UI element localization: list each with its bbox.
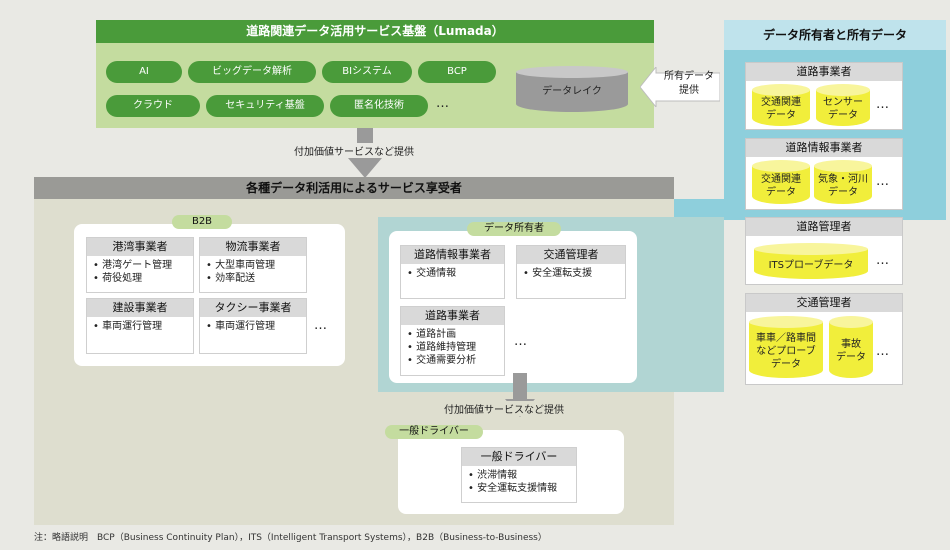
- b2b-card: 建設事業者 車両運行管理: [86, 298, 194, 354]
- b2b-tag: B2B: [172, 215, 232, 229]
- card-title: 建設事業者: [87, 299, 193, 317]
- drivers-tag: 一般ドライバー: [385, 425, 483, 439]
- owner-card-road-info-operator: 道路情報事業者: [745, 138, 903, 210]
- more-dots: …: [876, 344, 890, 359]
- more-dots: …: [876, 253, 890, 268]
- more-dots: …: [876, 174, 890, 189]
- more-dots: …: [514, 334, 528, 349]
- data-cylinder: センサー データ: [816, 84, 870, 126]
- card-item: 効率配送: [206, 272, 300, 285]
- card-item: 交通情報: [407, 267, 498, 280]
- driver-card: 一般ドライバー 渋滞情報 安全運転支援情報: [461, 447, 577, 503]
- owner-service-card: 交通管理者 安全運転支援: [516, 245, 626, 299]
- card-item: 安全運転支援情報: [468, 482, 570, 495]
- more-dots: …: [314, 318, 328, 333]
- card-item: 渋滞情報: [468, 469, 570, 482]
- owners-tag: データ所有者: [467, 222, 561, 236]
- service-pill-security: セキュリティ基盤: [206, 95, 324, 117]
- b2b-card: 物流事業者 大型車両管理効率配送: [199, 237, 307, 293]
- card-title: 道路事業者: [401, 307, 504, 325]
- card-item: 安全運転支援: [523, 267, 619, 280]
- service-pill-bi: BIシステム: [322, 61, 412, 83]
- service-pill-ai: AI: [106, 61, 182, 83]
- footnote: 注：略語説明 BCP（Business Continuity Plan），ITS…: [34, 533, 547, 543]
- service-pill-anonymize: 匿名化技術: [330, 95, 428, 117]
- consumers-title: 各種データ利活用によるサービス享受者: [34, 177, 674, 199]
- owner-card-title: 交通管理者: [746, 294, 902, 312]
- data-cylinder: ITSプローブデータ: [754, 243, 868, 279]
- owner-service-card: 道路事業者 道路計画 道路維持管理 交通需要分析: [400, 306, 505, 376]
- b2b-card: タクシー事業者 車両運行管理: [199, 298, 307, 354]
- provide-label: 所有データ 提供: [664, 71, 714, 96]
- card-title: タクシー事業者: [200, 299, 306, 317]
- card-item: 交通需要分析: [407, 354, 498, 367]
- data-cylinder: 交通関連 データ: [752, 84, 810, 126]
- b2b-card: 港湾事業者 港湾ゲート管理荷役処理: [86, 237, 194, 293]
- arrow2-label: 付加価値サービスなど提供: [442, 401, 566, 416]
- more-dots: …: [876, 97, 890, 112]
- service-pill-bcp: BCP: [418, 61, 496, 83]
- data-cylinder: 交通関連 データ: [752, 160, 810, 204]
- card-title: 交通管理者: [517, 246, 625, 264]
- owner-service-card: 道路情報事業者 交通情報: [400, 245, 505, 299]
- card-item: 車両運行管理: [93, 320, 187, 333]
- data-cylinder: 車車／路車間 などプローブ データ: [749, 316, 823, 378]
- datalake-label: データレイク: [542, 86, 602, 97]
- service-pill-cloud: クラウド: [106, 95, 200, 117]
- card-item: 大型車両管理: [206, 259, 300, 272]
- owner-card-title: 道路情報事業者: [746, 139, 902, 157]
- owners-panel-title: データ所有者と所有データ: [724, 20, 946, 50]
- data-cylinder: 気象・河川 データ: [814, 160, 872, 204]
- card-title: 港湾事業者: [87, 238, 193, 256]
- card-title: 物流事業者: [200, 238, 306, 256]
- owner-card-title: 道路事業者: [746, 63, 902, 81]
- service-pill-bigdata: ビッグデータ解析: [188, 61, 316, 83]
- card-item: 車両運行管理: [206, 320, 300, 333]
- data-cylinder: 事故 データ: [829, 316, 873, 378]
- card-item: 荷役処理: [93, 272, 187, 285]
- card-title: 一般ドライバー: [462, 448, 576, 466]
- card-item: 道路維持管理: [407, 341, 498, 354]
- provide-arrow: [640, 67, 720, 107]
- arrow1-label: 付加価値サービスなど提供: [292, 143, 416, 158]
- platform-more-dots: …: [436, 96, 450, 111]
- card-title: 道路情報事業者: [401, 246, 504, 264]
- datalake-cylinder: データレイク: [516, 66, 628, 112]
- card-item: 港湾ゲート管理: [93, 259, 187, 272]
- owner-card-title: 道路管理者: [746, 218, 902, 236]
- platform-title: 道路関連データ活用サービス基盤（Lumada）: [96, 20, 654, 43]
- card-item: 道路計画: [407, 328, 498, 341]
